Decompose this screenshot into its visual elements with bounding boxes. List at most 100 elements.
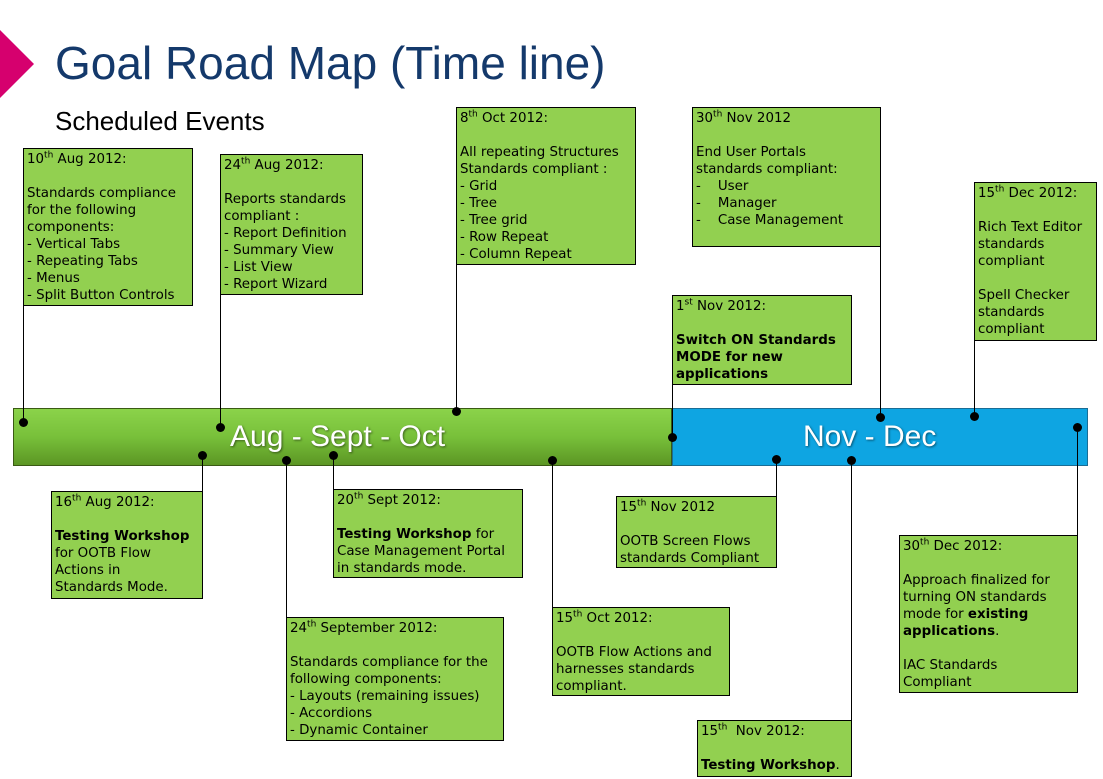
event-text: Rich Text Editor — [978, 220, 1083, 235]
event-text: standards Compliant — [620, 551, 760, 566]
connector-oct15 — [552, 460, 553, 608]
event-text: OOTB Screen Flows — [620, 534, 751, 549]
event-text: Testing Workshop for — [337, 527, 495, 542]
event-text: - User — [696, 179, 749, 194]
event-date: 15th Nov 2012: — [701, 722, 805, 739]
event-text: Compliant — [903, 675, 972, 690]
event-text: - Accordions — [290, 706, 373, 721]
event-text: - Summary View — [224, 243, 334, 258]
event-card-dec30: 30th Dec 2012: Approach finalized for tu… — [899, 535, 1078, 693]
connector-nov1 — [672, 385, 673, 437]
connector-dec15 — [974, 340, 975, 416]
slide-accent-triangle — [0, 30, 34, 98]
event-card-oct8: 8th Oct 2012: All repeating Structures S… — [456, 107, 636, 265]
event-text: for the following — [27, 203, 137, 218]
connector-nov15a — [776, 459, 777, 497]
event-text: End User Portals — [696, 145, 806, 160]
event-text: IAC Standards — [903, 658, 998, 673]
event-text: - Tree grid — [460, 213, 528, 228]
event-text: - Menus — [27, 271, 80, 286]
timeline-dot-aug16 — [198, 451, 207, 460]
timeline-dot-nov15b — [847, 456, 856, 465]
event-text: Reports standards — [224, 192, 346, 207]
event-date: 24th September 2012: — [290, 619, 438, 636]
event-date: 16th Aug 2012: — [55, 493, 155, 510]
event-text: Standards Mode. — [55, 580, 168, 595]
event-date: 8th Oct 2012: — [460, 109, 549, 126]
event-date: 30th Dec 2012: — [903, 537, 1003, 554]
event-date: 30th Nov 2012 — [696, 109, 792, 126]
connector-oct8 — [456, 264, 457, 411]
event-card-nov1: 1st Nov 2012: Switch ON Standards MODE f… — [672, 295, 852, 385]
event-card-nov30: 30th Nov 2012 End User Portals standards… — [692, 107, 881, 247]
timeline-dot-nov15a — [772, 455, 781, 464]
event-date: 20th Sept 2012: — [337, 491, 441, 508]
event-text: Actions in — [55, 563, 121, 578]
event-text: - Report Wizard — [224, 277, 328, 292]
slide-subtitle: Scheduled Events — [55, 106, 265, 136]
event-text: - Grid — [460, 179, 498, 194]
event-text: - Split Button Controls — [27, 288, 175, 303]
timeline-dot-sep24 — [282, 456, 291, 465]
event-text: standards compliant: — [696, 162, 838, 177]
event-text: Testing Workshop. — [701, 758, 840, 773]
event-card-sep20: 20th Sept 2012: Testing Workshop for Cas… — [333, 489, 523, 578]
event-text: - Vertical Tabs — [27, 237, 121, 252]
event-text: compliant — [978, 254, 1045, 269]
event-text: compliant — [978, 322, 1045, 337]
event-text: Testing Workshop — [55, 529, 190, 544]
event-text: OOTB Flow Actions and — [556, 645, 712, 660]
event-text: - Tree — [460, 196, 497, 211]
event-text: - Repeating Tabs — [27, 254, 138, 269]
connector-nov30 — [880, 246, 881, 418]
event-text: following components: — [290, 672, 442, 687]
timeline-dot-nov30 — [876, 413, 885, 422]
event-date: 15th Oct 2012: — [556, 609, 653, 626]
event-text: mode for existing — [903, 607, 1029, 622]
event-text: compliant : — [224, 209, 300, 224]
timeline-dot-nov1 — [668, 433, 677, 442]
connector-aug24 — [220, 294, 221, 427]
event-text: Case Management Portal — [337, 544, 505, 559]
event-text: Approach finalized for — [903, 573, 1050, 588]
event-text: - List View — [224, 260, 293, 275]
connector-sep20 — [333, 455, 334, 489]
event-text: standards — [978, 305, 1045, 320]
event-text: Switch ON Standards — [676, 333, 836, 348]
event-date: 24th Aug 2012: — [224, 156, 324, 173]
connector-dec30 — [1077, 427, 1078, 535]
event-text: - Manager — [696, 196, 777, 211]
connector-aug16 — [202, 455, 203, 491]
timeline-dot-dec15 — [970, 412, 979, 421]
timeline-dot-sep20 — [329, 451, 338, 460]
slide-title: Goal Road Map (Time line) — [55, 37, 606, 89]
event-text: applications — [676, 367, 769, 382]
timeline-dot-aug10 — [19, 418, 28, 427]
event-text: components: — [27, 220, 115, 235]
event-card-aug24: 24th Aug 2012: Reports standards complia… — [220, 154, 363, 295]
event-text: - Column Repeat — [460, 247, 572, 262]
connector-sep24 — [286, 460, 287, 617]
event-text: - Row Repeat — [460, 230, 549, 245]
event-text: Standards compliance for the — [290, 655, 488, 670]
event-date: 15th Dec 2012: — [978, 184, 1078, 201]
event-card-nov15-screenflows: 15th Nov 2012 OOTB Screen Flows standard… — [616, 496, 777, 568]
event-card-aug10: 10th Aug 2012: Standards compliance for … — [23, 148, 193, 306]
event-text: standards — [978, 237, 1045, 252]
event-text: compliant. — [556, 679, 627, 694]
event-date: 10th Aug 2012: — [27, 150, 127, 167]
timeline-dot-aug24 — [216, 423, 225, 432]
event-text: harnesses standards — [556, 662, 695, 677]
event-text: All repeating Structures — [460, 145, 619, 160]
event-text: - Case Management — [696, 213, 844, 228]
event-text: applications. — [903, 624, 1000, 639]
timeline-label-aug-oct: Aug - Sept - Oct — [230, 420, 446, 453]
event-card-nov15-workshop: 15th Nov 2012: Testing Workshop. — [697, 720, 852, 777]
timeline-dot-dec30 — [1073, 423, 1082, 432]
event-text: in standards mode. — [337, 561, 467, 576]
timeline-dot-oct8 — [452, 407, 461, 416]
event-text: for OOTB Flow — [55, 546, 151, 561]
timeline-bar-aug-oct — [13, 408, 672, 466]
event-text: - Layouts (remaining issues) — [290, 689, 480, 704]
event-text: Standards compliant : — [460, 162, 608, 177]
